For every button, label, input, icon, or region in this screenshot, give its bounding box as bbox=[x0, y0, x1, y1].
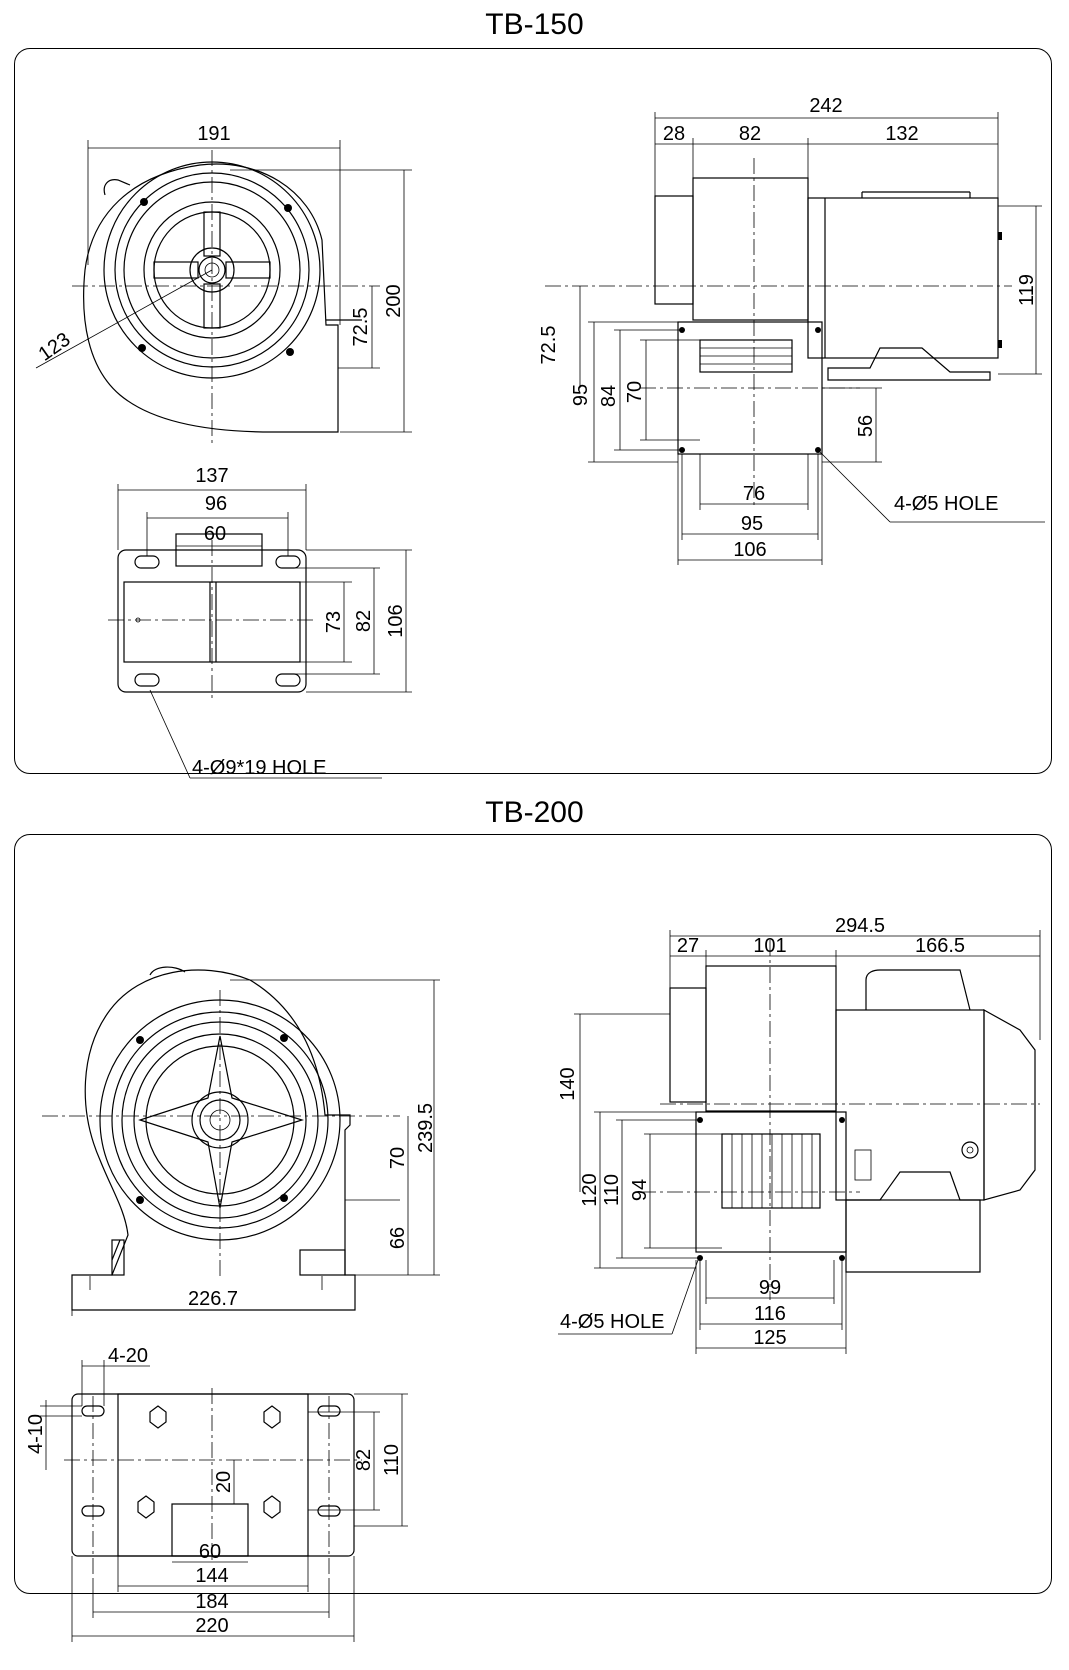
tb200-dim-125: 125 bbox=[753, 1327, 786, 1349]
tb150-dim-73: 73 bbox=[323, 611, 345, 633]
tb150-dim-70: 70 bbox=[624, 381, 646, 403]
tb150-dim-side-72-5: 72.5 bbox=[538, 326, 560, 365]
tb200-dim-66: 66 bbox=[387, 1227, 409, 1249]
tb150-dim-191: 191 bbox=[197, 123, 230, 145]
tb150-dim-200: 200 bbox=[383, 284, 405, 317]
tb150-dim-28: 28 bbox=[663, 123, 685, 145]
tb150-dim-132: 132 bbox=[885, 123, 918, 145]
tb200-dim-99: 99 bbox=[759, 1277, 781, 1299]
tb200-dim-226-7: 226.7 bbox=[188, 1288, 238, 1310]
tb150-dim-95-h: 95 bbox=[570, 384, 592, 406]
tb200-dim-110-h: 110 bbox=[601, 1174, 623, 1206]
tb150-dim-119: 119 bbox=[1016, 274, 1038, 306]
tb200-dim-144: 144 bbox=[195, 1565, 228, 1587]
tb150-dim-106-w: 106 bbox=[733, 539, 766, 561]
tb200-dim-27: 27 bbox=[677, 935, 699, 957]
tb200-dim-60: 60 bbox=[199, 1541, 221, 1563]
tb150-dim-137: 137 bbox=[195, 465, 228, 487]
tb200-dim-116: 116 bbox=[754, 1303, 786, 1325]
tb200-panel bbox=[14, 834, 1052, 1594]
tb150-dim-60: 60 bbox=[204, 523, 226, 545]
tb200-base-view: 4-20 4-10 82 110 20 60 144 184 220 bbox=[25, 1345, 408, 1642]
tb200-dim-239-5: 239.5 bbox=[415, 1103, 437, 1153]
tb150-dim-82: 82 bbox=[353, 610, 375, 632]
tb150-side-view: 242 28 82 132 119 72.5 95 84 70 56 76 bbox=[538, 95, 1045, 565]
tb200-dim-4-10: 4-10 bbox=[25, 1414, 47, 1454]
tb150-dim-95-w: 95 bbox=[741, 513, 763, 535]
tb150-dim-96: 96 bbox=[205, 493, 227, 515]
tb150-dim-82: 82 bbox=[739, 123, 761, 145]
tb150-dim-123: 123 bbox=[35, 329, 75, 366]
tb150-dim-106: 106 bbox=[385, 604, 407, 637]
tb150-title: TB-150 bbox=[485, 8, 584, 41]
tb150-dim-76: 76 bbox=[743, 483, 765, 505]
tb200-dim-184: 184 bbox=[195, 1591, 228, 1613]
tb150-base-hole-note: 4-Ø9*19 HOLE bbox=[192, 757, 327, 779]
tb150-dim-72-5: 72.5 bbox=[350, 308, 372, 347]
tb200-dim-166-5: 166.5 bbox=[915, 935, 965, 957]
tb200-dim-110: 110 bbox=[381, 1444, 403, 1476]
tb150-base-view: 137 96 60 73 82 106 4-Ø9*19 HOLE bbox=[108, 465, 412, 779]
tb200-front-view: 239.5 70 66 226.7 bbox=[42, 966, 440, 1316]
tb200-dim-82: 82 bbox=[353, 1449, 375, 1471]
tb150-dim-56: 56 bbox=[855, 415, 877, 437]
tb200-dim-220: 220 bbox=[195, 1615, 228, 1637]
tb150-panel bbox=[14, 48, 1052, 774]
tb200-dim-101: 101 bbox=[753, 935, 786, 957]
tb150-side-hole-note: 4-Ø5 HOLE bbox=[894, 493, 998, 515]
tb200-side-view: 294.5 27 101 166.5 140 120 110 94 99 116… bbox=[557, 915, 1041, 1354]
tb200-title: TB-200 bbox=[485, 796, 584, 829]
tb150-dim-242: 242 bbox=[809, 95, 842, 117]
tb200-side-hole-note: 4-Ø5 HOLE bbox=[560, 1311, 664, 1333]
tb200-dim-294-5: 294.5 bbox=[835, 915, 885, 937]
tb200-dim-120: 120 bbox=[579, 1173, 601, 1206]
tb200-dim-4-20: 4-20 bbox=[108, 1345, 148, 1367]
tb200-dim-20: 20 bbox=[213, 1471, 235, 1493]
tb200-dim-94: 94 bbox=[629, 1179, 651, 1201]
tb200-dim-140: 140 bbox=[557, 1067, 579, 1100]
tb200-dim-70: 70 bbox=[387, 1147, 409, 1169]
tb150-front-view: 191 200 72.5 123 bbox=[35, 123, 412, 445]
tb150-dim-84: 84 bbox=[598, 385, 620, 407]
